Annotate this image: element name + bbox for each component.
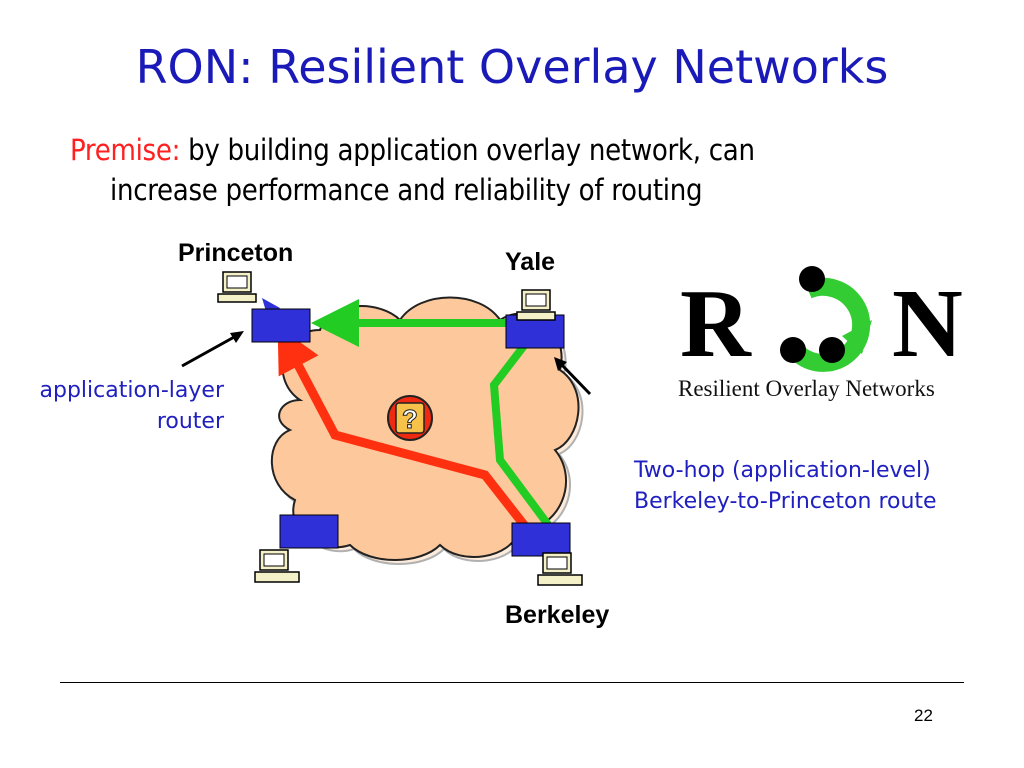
question-mark-icon: ? [387,395,433,441]
logo-arrow-head [842,320,872,354]
page-number: 22 [914,706,933,725]
overlay-route-green [489,335,556,533]
route-callout-arrow [554,357,592,396]
computer-icon-princeton [217,271,257,303]
router-callout-arrow [181,331,244,368]
premise-lead: Premise: [70,133,181,167]
route-annotation-line-1: Two-hop (application-level) [634,458,931,483]
label-berkeley: Berkeley [505,601,610,629]
label-yale: Yale [505,248,556,276]
router-annotation-line-2: router [156,409,224,434]
logo-dot-right [819,337,845,363]
router-princeton [251,308,311,343]
label-princeton: Princeton [178,239,294,267]
logo-dot-top [799,266,825,292]
slide-title: RON: Resilient Overlay Networks [135,40,889,94]
computer-icon-berkeley [537,552,583,586]
direct-route-red [277,326,532,533]
logo-letter-r: R [680,270,752,378]
logo-tagline: Resilient Overlay Networks [678,376,935,401]
computer-icon-south-west [254,549,300,583]
premise-text: Premise: by building application overlay… [70,130,755,210]
route-annotation: Two-hop (application-level) Berkeley-to-… [634,455,937,517]
route-annotation-line-2: Berkeley-to-Princeton route [634,489,937,514]
ron-logo: R N [680,266,963,378]
logo-dot-left [780,337,806,363]
footer-divider [60,682,964,683]
router-annotation-line-1: application-layer [39,378,225,403]
router-south-west [279,514,339,549]
computer-icon-yale [516,289,556,321]
premise-line-2: increase performance and reliability of … [110,173,703,207]
premise-line-1: by building application overlay network,… [188,133,755,167]
logo-letter-n: N [892,270,963,378]
question-mark-glyph: ? [402,404,418,434]
router-annotation: application-layer router [26,375,225,437]
router-berkeley [511,522,571,557]
